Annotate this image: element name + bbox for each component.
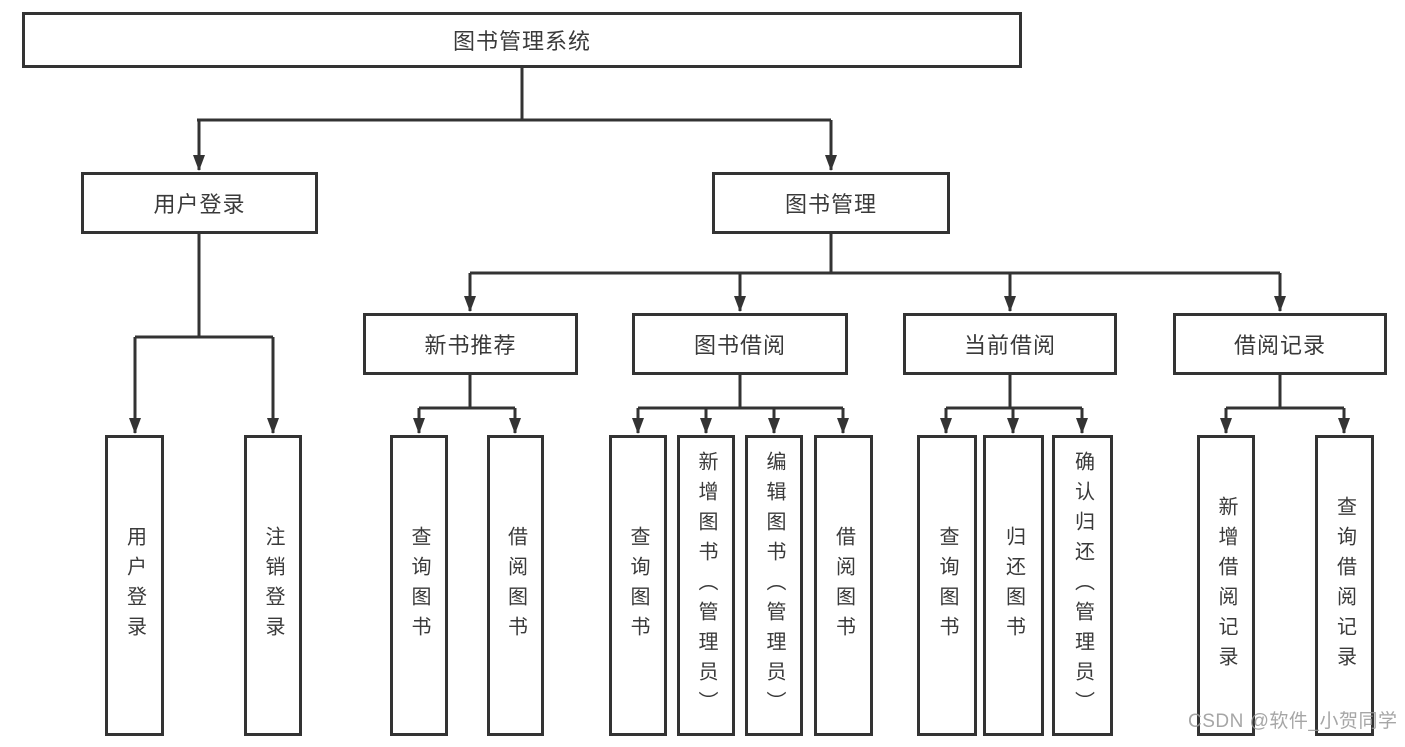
node-label: 查询图书 [936, 525, 958, 646]
node-root-library-system: 图书管理系统 [22, 12, 1022, 68]
node-label: 确认归还（管理员） [1071, 450, 1094, 721]
node-new-book-recommend: 新书推荐 [363, 313, 578, 375]
node-user-login-group: 用户登录 [81, 172, 318, 234]
node-label: 归还图书 [1002, 525, 1025, 646]
node-leaf-query-borrow-record: 查询借阅记录 [1315, 435, 1374, 736]
node-label: 借阅图书 [832, 525, 855, 646]
node-borrow-records: 借阅记录 [1173, 313, 1387, 375]
node-label: 图书借阅 [693, 333, 786, 358]
node-leaf-query-books: 查询图书 [609, 435, 667, 736]
node-label: 编辑图书（管理员） [763, 450, 785, 721]
node-label: 新书推荐 [424, 333, 517, 358]
node-label: 查询图书 [408, 525, 430, 646]
node-leaf-query-books: 查询图书 [390, 435, 448, 736]
node-label: 借阅图书 [504, 525, 527, 646]
node-label: 用户登录 [123, 525, 146, 646]
node-leaf-query-books: 查询图书 [917, 435, 977, 736]
node-label: 图书管理系统 [452, 29, 591, 54]
node-book-borrowing: 图书借阅 [632, 313, 848, 375]
node-label: 图书管理 [784, 192, 877, 217]
node-book-management: 图书管理 [712, 172, 950, 234]
node-label: 借阅记录 [1233, 333, 1326, 358]
node-leaf-edit-book-admin: 编辑图书（管理员） [745, 435, 803, 736]
node-label: 新增借阅记录 [1215, 495, 1237, 676]
csdn-watermark: CSDN @软件_小贺同学 [1188, 711, 1398, 732]
node-label: 查询图书 [627, 525, 649, 646]
node-leaf-add-borrow-record: 新增借阅记录 [1197, 435, 1255, 736]
node-leaf-borrow-books: 借阅图书 [487, 435, 544, 736]
node-leaf-logout: 注销登录 [244, 435, 302, 736]
node-leaf-return-books: 归还图书 [983, 435, 1044, 736]
node-label: 注销登录 [262, 525, 284, 646]
node-label: 用户登录 [153, 192, 246, 217]
node-leaf-add-book-admin: 新增图书（管理员） [677, 435, 735, 736]
node-label: 当前借阅 [963, 333, 1056, 358]
node-label: 查询借阅记录 [1333, 495, 1356, 676]
node-current-borrowing: 当前借阅 [903, 313, 1117, 375]
node-label: 新增图书（管理员） [695, 450, 717, 721]
node-leaf-user-login: 用户登录 [105, 435, 164, 736]
node-leaf-confirm-return-admin: 确认归还（管理员） [1052, 435, 1113, 736]
node-leaf-borrow-books: 借阅图书 [814, 435, 873, 736]
